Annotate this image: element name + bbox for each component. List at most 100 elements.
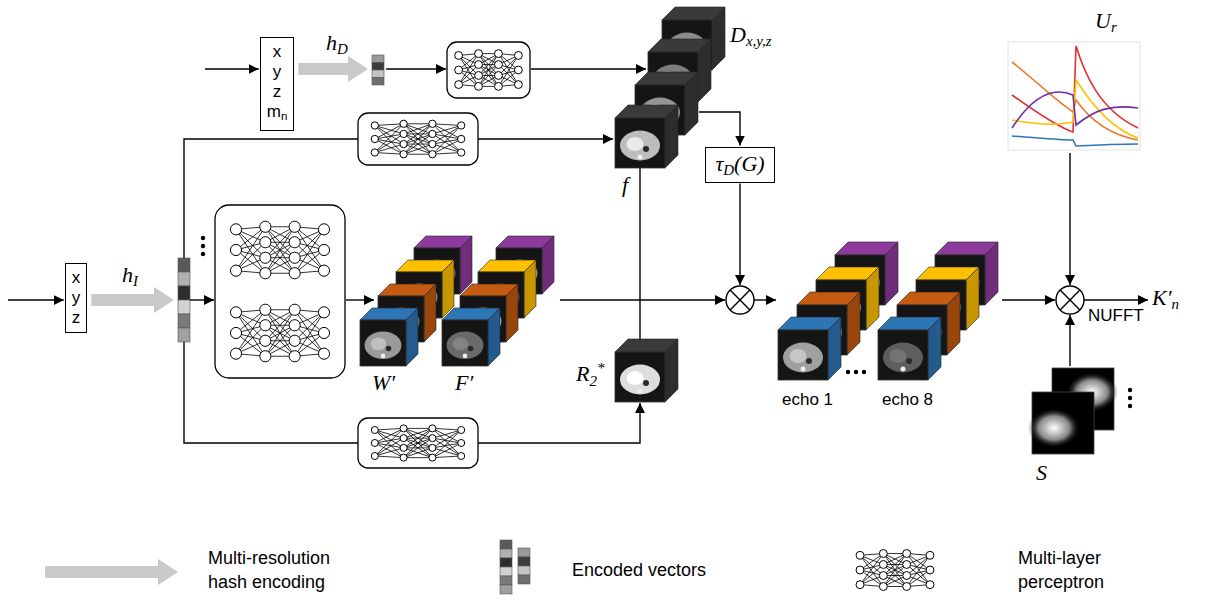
flow-line [1084,299,1148,300]
vector-cell [518,548,530,557]
mlp-neuron [458,426,465,433]
mlp-neuron [230,348,241,359]
mlp-connection [375,144,404,152]
mlp-connection [404,457,433,458]
vector-cell [518,566,530,575]
mlp-connection [404,428,433,429]
flow-line [190,299,214,300]
input-arrow [8,299,64,300]
mlp-neuron [458,452,465,459]
text-run: 2 [589,373,596,389]
mlp-neuron [289,351,300,362]
mlp-connection [404,428,433,448]
mlp-neuron [903,561,911,569]
operator-label: NUFFT [1088,306,1144,326]
mlp-neuron [318,244,329,255]
cube-side [488,308,500,366]
text-run: U [1095,8,1111,33]
spine-image [901,367,906,372]
mlp-neuron [495,82,503,90]
mlp-neuron [475,50,483,58]
mlp-neuron [856,551,864,559]
organ-image [806,358,812,364]
mlp-neuron [260,351,271,362]
spine-image [638,389,643,394]
mlp-neuron [879,561,887,569]
node-text: x y z [72,268,81,328]
cube-side [885,242,898,305]
vector-cell [500,576,512,585]
mlp-neuron [926,566,934,574]
mlp-neuron [495,61,503,69]
mlp-neuron [495,72,503,80]
organ-image [386,346,392,352]
multiply-cross [1060,290,1080,310]
mlp-connection [375,456,404,458]
vector-cell [518,575,530,584]
organ-image [643,380,649,386]
ellipsis-dot [1128,404,1132,408]
body-image [447,332,484,360]
mlp-neuron [371,122,378,129]
mlp-connection [375,430,404,458]
organ-image [468,346,474,352]
vector-cell [178,314,190,328]
spine-image [463,354,468,359]
hash-encoding-arrow [45,559,178,585]
cube-side [847,292,860,355]
ellipsis-dot [862,370,866,374]
mlp-neuron [289,320,300,331]
encoded-vector [518,548,530,584]
multiply-circle [1056,286,1084,314]
encoded-vector [372,55,384,85]
mlp-connection [375,124,404,126]
mlp-neuron [289,268,300,279]
spine-image [801,367,806,372]
legend-text: Encoded vectors [572,558,706,582]
mlp-connection [432,153,461,155]
mlp-connection [432,139,461,154]
operator-box: τD(G) [705,147,774,184]
cube-side [424,284,436,342]
mlp-connection [265,227,294,274]
mlp-neuron [260,237,271,248]
cube-side [685,72,698,135]
encoding-label: hI [122,262,138,291]
mlp-connection [375,448,404,456]
mlp-neuron [230,327,241,338]
coil-sensitivity [1028,408,1080,448]
mlp-neuron [429,444,436,451]
mlp-neuron [458,122,465,129]
hash-encoding-arrow [298,56,368,82]
basis-curve [1012,80,1138,138]
mlp-neuron [879,572,887,580]
mlp-neuron [429,435,436,442]
mlp-neuron [318,224,329,235]
mlp-neuron [400,140,407,147]
text-run: (G) [734,151,765,176]
mlp-neuron [260,268,271,279]
mlp-connection [375,139,404,154]
volume-label: Dx,y,z [730,22,772,51]
vector-cell [372,63,384,71]
mlp-connection [404,123,433,124]
mlp-connection [432,428,461,430]
organ-image [371,337,387,350]
coil-label: S [1036,460,1047,486]
mlp-connection [432,430,461,458]
mlp-connection [432,428,461,456]
mlp-neuron [879,550,887,558]
cube-face [360,320,406,366]
text-run: x y z m [267,42,282,121]
mlp-connection [479,54,499,87]
mlp-neuron [260,252,271,263]
cube-side [698,39,711,102]
mlp-neuron [289,304,300,315]
mlp-connection [375,443,404,458]
text-run: n [1172,296,1179,312]
text-run: h [122,262,133,287]
cube-side [828,317,841,380]
cube-side [665,105,678,168]
plot-frame [1008,42,1140,150]
